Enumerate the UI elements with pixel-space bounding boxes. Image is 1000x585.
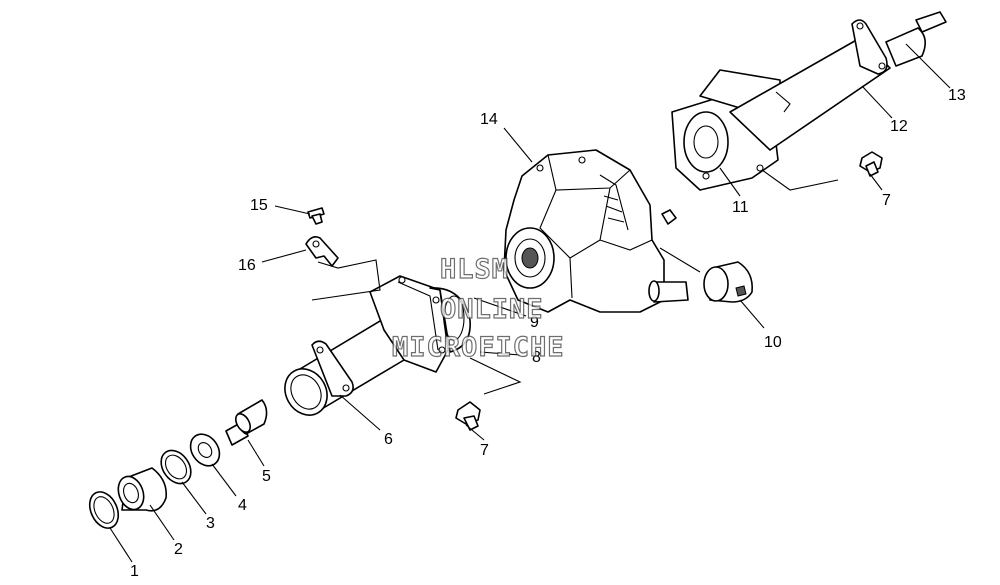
watermark-line-1: HLSM bbox=[439, 254, 510, 285]
differential-housing-part bbox=[503, 149, 689, 313]
callout-8: 8 bbox=[532, 349, 541, 366]
watermark-line-3: MICROFICHE bbox=[391, 332, 565, 363]
callout-9: 9 bbox=[530, 314, 539, 331]
bolt-lower-part bbox=[455, 401, 481, 431]
axle-tube-part bbox=[284, 314, 407, 416]
watermark-line-2: ONLINE bbox=[439, 294, 544, 325]
callout-4: 4 bbox=[238, 497, 247, 514]
snap-ring-part bbox=[88, 491, 120, 529]
callout-10: 10 bbox=[764, 334, 782, 351]
callout-1: 1 bbox=[130, 563, 139, 580]
callout-3: 3 bbox=[206, 515, 215, 532]
callout-7-lower: 7 bbox=[480, 442, 489, 459]
flange-plate-part bbox=[369, 275, 471, 373]
callout-13: 13 bbox=[948, 87, 966, 104]
shaft-part bbox=[225, 399, 268, 446]
bearing-part bbox=[117, 467, 168, 512]
callout-labels: 1 2 3 4 5 6 7 7 8 9 10 11 12 13 14 15 16 bbox=[130, 87, 966, 580]
callout-15: 15 bbox=[250, 197, 268, 214]
seal-ring-part bbox=[160, 449, 192, 485]
callout-5: 5 bbox=[262, 468, 271, 485]
callout-7-upper: 7 bbox=[882, 192, 891, 209]
callout-11: 11 bbox=[732, 199, 749, 216]
washer-part bbox=[189, 433, 221, 467]
coupler-part bbox=[703, 261, 754, 303]
screw-part bbox=[307, 207, 325, 225]
callout-12: 12 bbox=[890, 118, 908, 135]
callout-14: 14 bbox=[480, 111, 498, 128]
leader-lines bbox=[109, 43, 951, 563]
right-axle-tube-part bbox=[671, 11, 947, 191]
callout-6: 6 bbox=[384, 431, 393, 448]
bolt-upper-part bbox=[859, 151, 883, 177]
callout-16: 16 bbox=[238, 257, 256, 274]
clip-part bbox=[305, 236, 339, 267]
callout-2: 2 bbox=[174, 541, 183, 558]
